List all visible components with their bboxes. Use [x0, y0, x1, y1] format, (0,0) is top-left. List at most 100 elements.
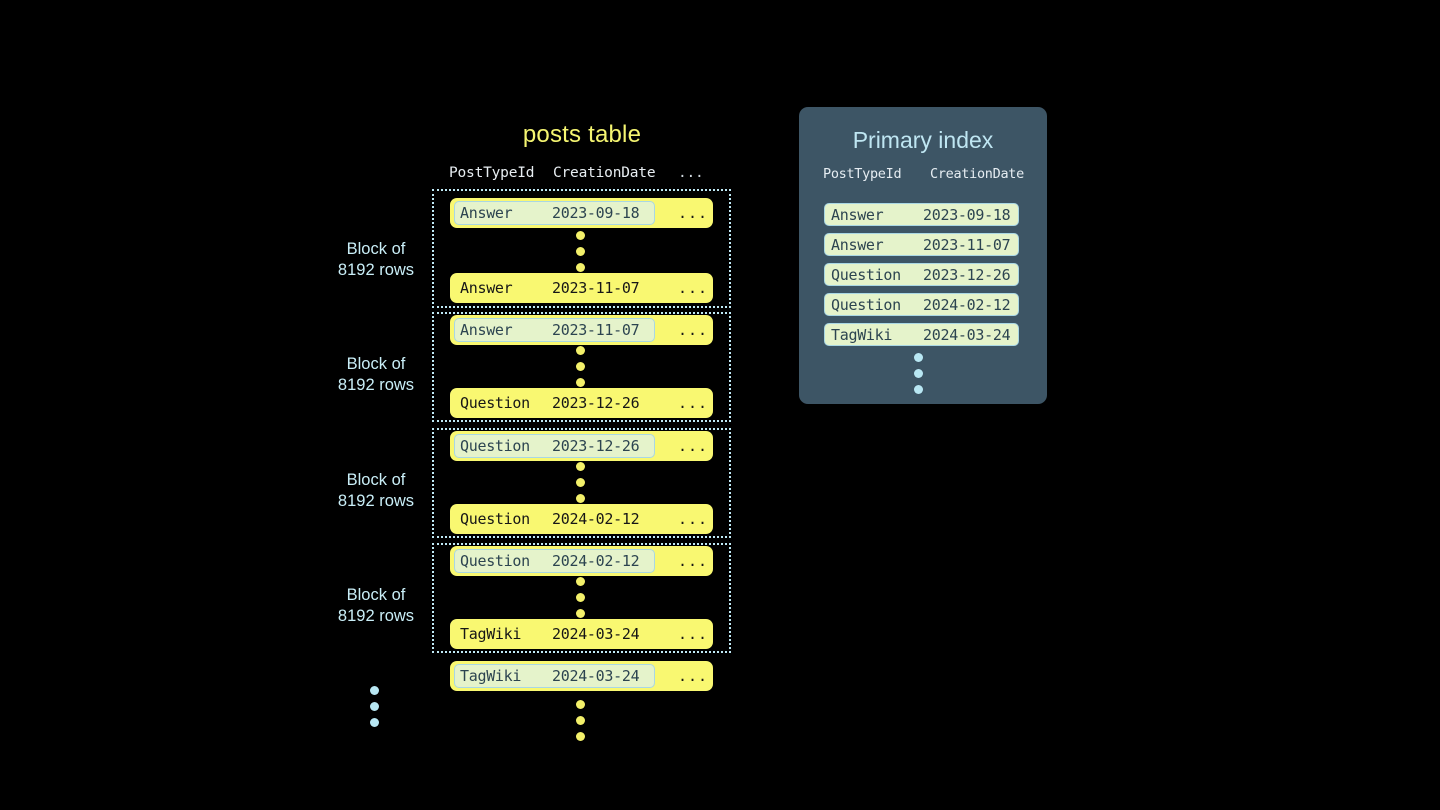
cell-more: ...: [678, 321, 709, 339]
ellipsis-dot: [914, 353, 923, 362]
block-label-line-2: 8192 rows: [337, 376, 415, 394]
primary-index-title: Primary index: [852, 127, 994, 153]
index-cell-creationdate: 2024-02-12: [923, 296, 1011, 314]
ellipsis-dot: [576, 609, 585, 618]
cell-posttypeid: Question: [460, 510, 530, 528]
index-cell-posttypeid: TagWiki: [831, 326, 893, 344]
cell-creationdate: 2024-03-24: [552, 667, 640, 685]
cell-posttypeid: Question: [460, 394, 530, 412]
cell-creationdate: 2023-11-07: [552, 279, 640, 297]
index-row: Question 2024-02-12: [824, 293, 1019, 316]
row-index-highlight: [454, 434, 655, 458]
table-row: Question 2023-12-26 ...: [450, 431, 713, 461]
cell-posttypeid: Question: [460, 552, 530, 570]
cell-creationdate: 2024-02-12: [552, 510, 640, 528]
column-header-creationdate: CreationDate: [553, 165, 656, 181]
index-row: Answer 2023-11-07: [824, 233, 1019, 256]
cell-more: ...: [678, 279, 709, 297]
block-label-line-1: Block of: [346, 586, 406, 604]
block-label-line-2: 8192 rows: [337, 492, 415, 510]
row-index-highlight: [454, 318, 655, 342]
ellipsis-dot: [576, 577, 585, 586]
index-cell-creationdate: 2023-09-18: [923, 206, 1011, 224]
cell-creationdate: 2024-02-12: [552, 552, 640, 570]
block-2-label: Block of 8192 rows: [291, 354, 461, 396]
table-row: Question 2023-12-26 ...: [450, 388, 713, 418]
primary-index-ellipsis: [914, 353, 926, 401]
index-row: Answer 2023-09-18: [824, 203, 1019, 226]
block-label-line-2: 8192 rows: [337, 261, 415, 279]
cell-posttypeid: Answer: [460, 204, 513, 222]
block-4-label: Block of 8192 rows: [291, 585, 461, 627]
index-cell-posttypeid: Question: [831, 296, 901, 314]
cell-more: ...: [678, 625, 709, 643]
cell-creationdate: 2024-03-24: [552, 625, 640, 643]
row-ellipsis: [576, 346, 588, 394]
cell-posttypeid: Answer: [460, 321, 513, 339]
ellipsis-dot: [576, 263, 585, 272]
cell-posttypeid: TagWiki: [460, 667, 522, 685]
ellipsis-dot: [576, 247, 585, 256]
block-label-line-2: 8192 rows: [337, 607, 415, 625]
index-cell-creationdate: 2023-12-26: [923, 266, 1011, 284]
ellipsis-dot: [576, 494, 585, 503]
block-3-label: Block of 8192 rows: [291, 470, 461, 512]
block-label-line-1: Block of: [346, 240, 406, 258]
posts-table-column-headers: PostTypeId CreationDate ...: [449, 165, 715, 187]
index-row: TagWiki 2024-03-24: [824, 323, 1019, 346]
ellipsis-dot: [576, 478, 585, 487]
table-row: Answer 2023-11-07 ...: [450, 273, 713, 303]
index-cell-creationdate: 2023-11-07: [923, 236, 1011, 254]
cell-more: ...: [678, 204, 709, 222]
cell-more: ...: [678, 667, 709, 685]
ellipsis-dot: [576, 346, 585, 355]
ellipsis-dot: [576, 716, 585, 725]
row-ellipsis: [576, 462, 588, 510]
ellipsis-dot: [914, 385, 923, 394]
block-4: [432, 543, 731, 653]
primary-index-panel: Primary index PostTypeId CreationDate An…: [799, 107, 1047, 404]
ellipsis-dot: [914, 369, 923, 378]
primary-index-column-headers: PostTypeId CreationDate: [823, 166, 1033, 186]
row-ellipsis: [576, 231, 588, 279]
cell-more: ...: [678, 437, 709, 455]
cell-more: ...: [678, 552, 709, 570]
blocks-bottom-ellipsis: [370, 686, 382, 734]
table-row: Answer 2023-11-07 ...: [450, 315, 713, 345]
cell-more: ...: [678, 510, 709, 528]
ellipsis-dot: [576, 593, 585, 602]
index-cell-posttypeid: Answer: [831, 236, 884, 254]
block-3: [432, 428, 731, 538]
index-row: Question 2023-12-26: [824, 263, 1019, 286]
cell-posttypeid: Question: [460, 437, 530, 455]
cell-posttypeid: Answer: [460, 279, 513, 297]
table-row: TagWiki 2024-03-24 ...: [450, 619, 713, 649]
index-column-header-creationdate: CreationDate: [930, 166, 1024, 182]
ellipsis-dot: [576, 362, 585, 371]
cell-posttypeid: TagWiki: [460, 625, 522, 643]
index-column-header-posttypeid: PostTypeId: [823, 166, 902, 182]
ellipsis-dot: [576, 378, 585, 387]
ellipsis-dot: [370, 686, 379, 695]
row-index-highlight: [454, 549, 655, 573]
table-row: TagWiki 2024-03-24 ...: [450, 661, 713, 691]
block-label-line-1: Block of: [346, 471, 406, 489]
ellipsis-dot: [576, 732, 585, 741]
cell-creationdate: 2023-12-26: [552, 394, 640, 412]
table-row: Question 2024-02-12 ...: [450, 504, 713, 534]
table-row: Answer 2023-09-18 ...: [450, 198, 713, 228]
ellipsis-dot: [370, 718, 379, 727]
cell-creationdate: 2023-09-18: [552, 204, 640, 222]
column-header-posttypeid: PostTypeId: [449, 165, 535, 181]
cell-more: ...: [678, 394, 709, 412]
cell-creationdate: 2023-12-26: [552, 437, 640, 455]
cell-creationdate: 2023-11-07: [552, 321, 640, 339]
ellipsis-dot: [576, 231, 585, 240]
index-cell-posttypeid: Answer: [831, 206, 884, 224]
table-bottom-ellipsis: [576, 700, 588, 748]
table-row: Question 2024-02-12 ...: [450, 546, 713, 576]
ellipsis-dot: [576, 462, 585, 471]
row-ellipsis: [576, 577, 588, 625]
row-index-highlight: [454, 201, 655, 225]
